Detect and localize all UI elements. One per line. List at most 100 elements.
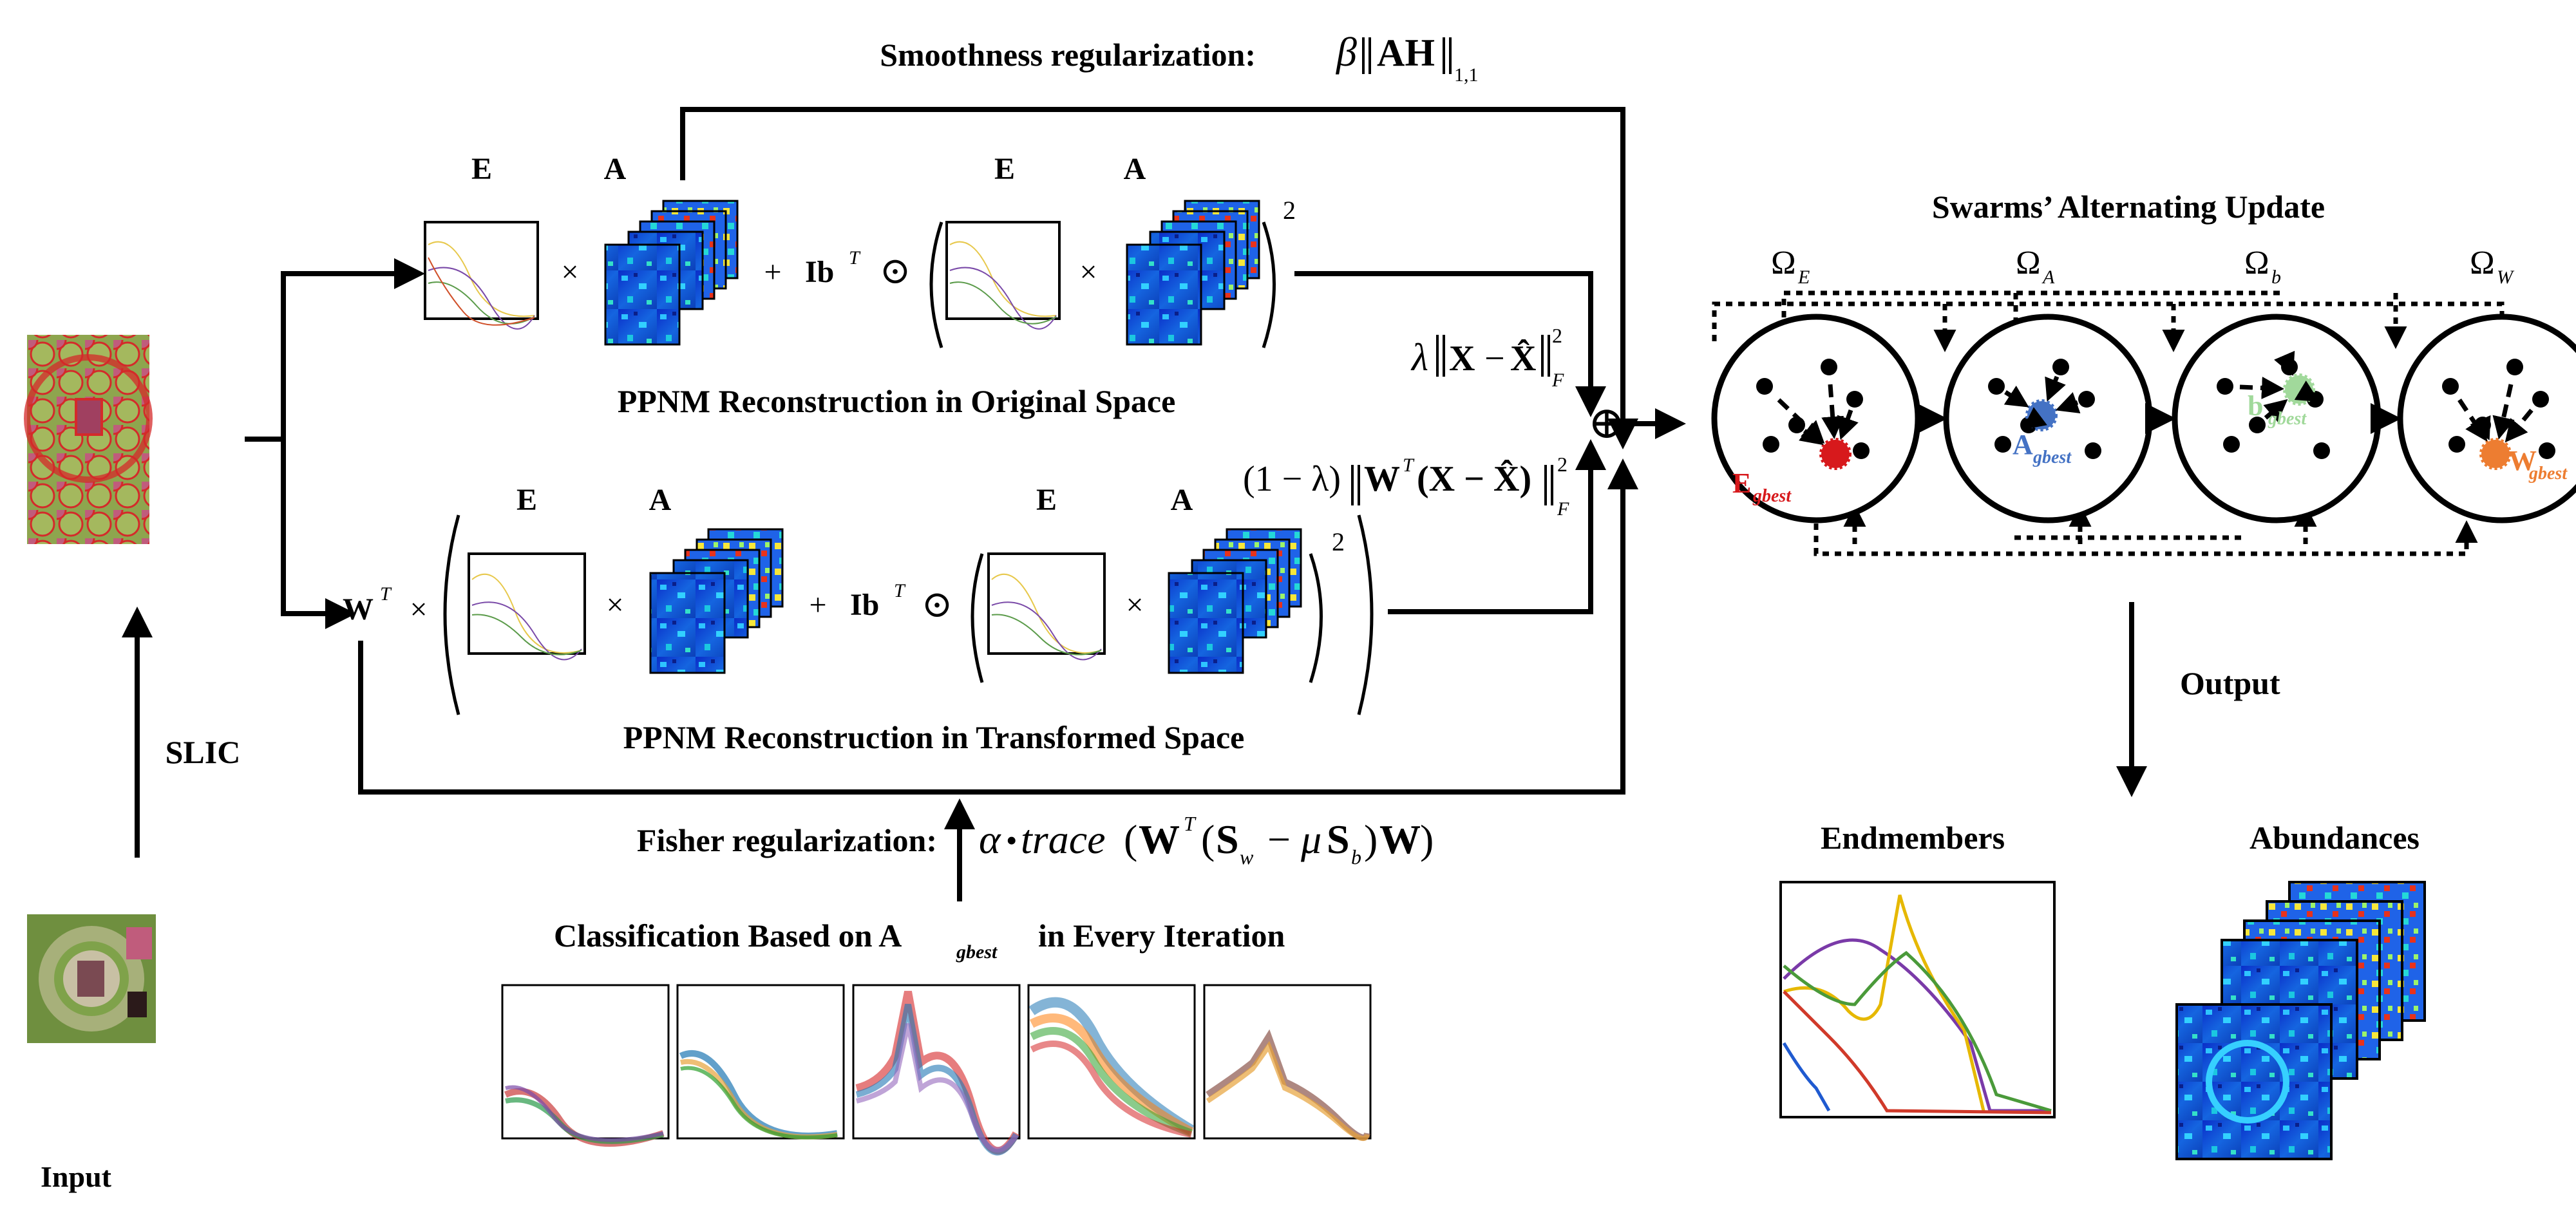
class-panel-4 — [1027, 984, 1196, 1140]
particle — [2052, 359, 2069, 375]
gbest-label: b — [2248, 390, 2263, 422]
particle — [2442, 378, 2459, 395]
svg-text:×: × — [561, 255, 578, 289]
svg-text:in Every Iteration: in Every Iteration — [1038, 918, 1285, 954]
svg-text:2: 2 — [1552, 324, 1562, 347]
svg-text:×: × — [606, 588, 623, 622]
particle — [1756, 378, 1773, 395]
gbest-particle — [1819, 438, 1852, 470]
omega-sub: A — [2041, 267, 2055, 288]
omega-label: Ω — [2016, 245, 2041, 281]
svg-text:S: S — [1216, 816, 1239, 862]
endmember-plot-e1 — [424, 221, 539, 330]
svg-text:α: α — [979, 816, 1001, 862]
endmembers-plot — [1779, 881, 2056, 1118]
svg-text:2: 2 — [1557, 453, 1567, 476]
svg-text:×: × — [1126, 588, 1143, 622]
svg-text:⊙: ⊙ — [922, 583, 953, 625]
svg-text:T: T — [894, 580, 906, 601]
svg-text:W: W — [1379, 816, 1421, 862]
particle — [1846, 391, 1863, 408]
gbest-sub: gbest — [2528, 464, 2568, 484]
svg-text:β: β — [1335, 29, 1357, 75]
svg-text:E: E — [471, 152, 492, 186]
oplus-symbol: ⊕ — [1588, 399, 1626, 448]
particle — [2448, 436, 2465, 453]
svg-text:×: × — [410, 592, 427, 626]
svg-text:AH: AH — [1377, 32, 1435, 74]
svg-text:2: 2 — [1283, 196, 1296, 225]
omega-label: Ω — [2244, 245, 2269, 281]
endmember-plot-e4 — [987, 552, 1106, 661]
svg-text:(: ( — [1124, 816, 1137, 862]
svg-text:−: − — [1484, 339, 1505, 379]
particle — [2085, 442, 2101, 459]
svg-text:S: S — [1327, 816, 1350, 862]
class-panel-1 — [501, 984, 670, 1147]
classification-title: Classification Based on A — [554, 918, 902, 954]
class-panel-5 — [1203, 984, 1372, 1142]
svg-text:T: T — [1184, 812, 1197, 835]
svg-text:trace: trace — [1021, 816, 1106, 862]
abundance-stack-a3 — [649, 528, 784, 674]
trans-space-title: PPNM Reconstruction in Transformed Space — [623, 719, 1245, 755]
particle — [1763, 436, 1779, 453]
svg-text:T: T — [849, 247, 861, 268]
gbest-sub: gbest — [1752, 486, 1792, 506]
svg-text:w: w — [1240, 845, 1254, 869]
svg-text:T: T — [1403, 455, 1415, 476]
particle — [2539, 442, 2555, 459]
smoothness-label: Smoothness regularization: — [880, 37, 1256, 73]
slic-label: SLIC — [166, 734, 241, 770]
particle — [1994, 436, 2011, 453]
svg-text:): ) — [1420, 816, 1434, 862]
endmember-plot-e2 — [945, 221, 1061, 330]
input-image — [27, 914, 156, 1043]
gbest-label: W — [2508, 445, 2537, 476]
svg-text:A: A — [649, 483, 672, 517]
svg-text:λ: λ — [1410, 336, 1428, 379]
gbest-sub: gbest — [2032, 447, 2072, 467]
abundances-stack — [2175, 881, 2426, 1160]
svg-text:T: T — [380, 583, 392, 605]
abundances-label: Abundances — [2249, 820, 2420, 856]
particle — [2223, 436, 2240, 453]
omega-label: Ω — [1771, 245, 1796, 281]
svg-text:+: + — [809, 588, 826, 622]
endmember-plot-e3 — [468, 552, 586, 661]
abundance-stack-a4 — [1168, 528, 1302, 674]
gbest-sub: gbest — [2268, 409, 2307, 429]
abundance-stack-a1 — [604, 200, 739, 346]
output-label: Output — [2180, 665, 2280, 701]
svg-text:): ) — [1364, 816, 1378, 862]
particle — [2249, 417, 2266, 433]
svg-text:E: E — [516, 483, 537, 517]
svg-text:−: − — [1267, 816, 1291, 862]
svg-text:A: A — [604, 152, 627, 186]
svg-text:+: + — [764, 255, 781, 289]
svg-text:b: b — [1351, 845, 1361, 869]
svg-text:2: 2 — [1332, 527, 1345, 556]
gbest-label: E — [1732, 467, 1751, 499]
svg-text:gbest: gbest — [956, 941, 998, 963]
svg-text:W: W — [1364, 459, 1400, 499]
omega-sub: W — [2497, 267, 2515, 288]
svg-text:(: ( — [1201, 816, 1215, 862]
input-label: Input — [41, 1160, 112, 1193]
svg-text:A: A — [1171, 483, 1193, 517]
omega-sub: b — [2271, 267, 2281, 288]
particle — [1821, 359, 1837, 375]
svg-text:A: A — [1124, 152, 1146, 186]
svg-text:W: W — [1139, 816, 1180, 862]
abundance-stack-a2 — [1126, 200, 1260, 346]
orig-space-title: PPNM Reconstruction in Original Space — [618, 383, 1176, 419]
split-connector — [245, 271, 412, 442]
class-panel-2 — [676, 984, 845, 1140]
omega-sub: E — [1797, 267, 1810, 288]
svg-text:Ib: Ib — [805, 255, 834, 289]
particle — [2281, 359, 2298, 375]
svg-text:(1 − λ): (1 − λ) — [1243, 459, 1341, 499]
svg-text:W: W — [343, 592, 374, 626]
